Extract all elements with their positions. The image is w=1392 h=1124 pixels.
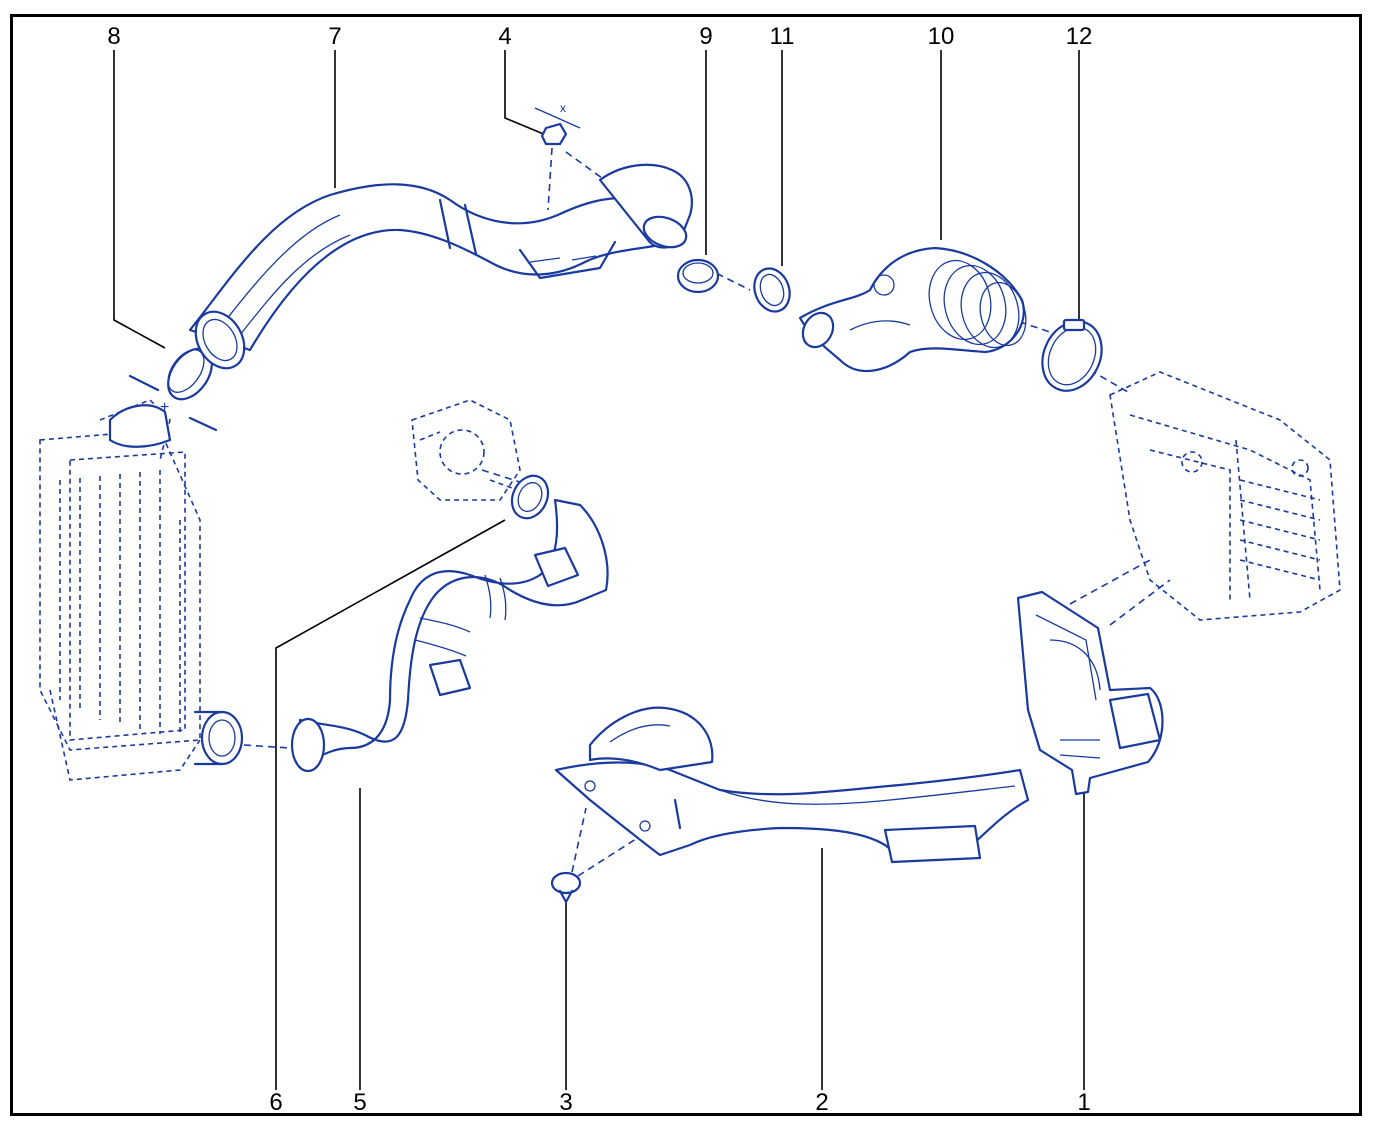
callout-7: 7 <box>328 23 341 50</box>
leader-lines <box>113 50 1085 1090</box>
leader-6 <box>275 519 506 1090</box>
bolt-4: x <box>534 101 581 146</box>
intercooler-ghost <box>39 399 201 781</box>
air-duct-2 <box>554 706 1030 864</box>
callout-11: 11 <box>770 23 795 50</box>
callout-3: 3 <box>559 1089 572 1116</box>
leader-4 <box>504 50 547 136</box>
clamp-9 <box>676 258 720 294</box>
throttle-body-ghost <box>411 399 521 501</box>
callout-5: 5 <box>353 1089 366 1116</box>
clamp-11 <box>753 267 791 313</box>
callout-9: 9 <box>699 23 712 50</box>
callout-8: 8 <box>107 23 120 50</box>
callout-4: 4 <box>498 23 511 50</box>
x-mark: x <box>560 101 566 115</box>
upper-charge-pipe-7 <box>188 163 693 370</box>
o-ring-6 <box>510 474 550 520</box>
intercooler-connectors <box>108 404 244 766</box>
clamp-12 <box>1041 318 1103 392</box>
lower-charge-pipe-5 <box>290 498 609 773</box>
callout-labels: 8 7 4 9 11 10 12 6 5 3 2 1 <box>107 23 1092 1116</box>
callout-12: 12 <box>1066 23 1093 50</box>
plus-mark: + <box>160 399 169 416</box>
callout-1: 1 <box>1077 1089 1090 1116</box>
leader-8 <box>113 50 166 349</box>
assembly-axes <box>243 147 1171 877</box>
callout-6: 6 <box>269 1089 282 1116</box>
push-clip-3 <box>550 871 582 904</box>
callout-10: 10 <box>928 23 955 50</box>
air-filter-housing-ghost <box>1109 371 1341 621</box>
inlet-scoop-1 <box>1016 590 1164 796</box>
bellows-hose-10 <box>798 246 1027 373</box>
callout-2: 2 <box>815 1089 828 1116</box>
